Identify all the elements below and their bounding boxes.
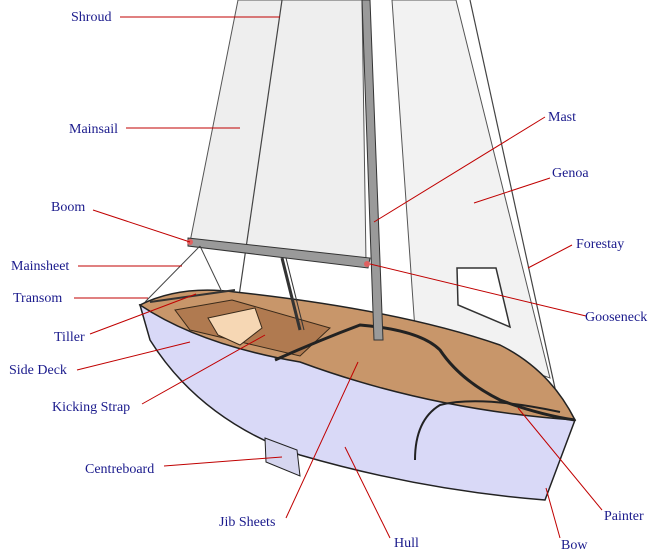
label-boom: Boom [51, 200, 85, 215]
leader-boom [92, 209, 191, 243]
leader-side-deck [76, 341, 191, 371]
label-kicking-strap: Kicking Strap [52, 400, 130, 415]
leader-forestay [527, 244, 573, 269]
label-side-deck: Side Deck [9, 363, 67, 378]
leader-bow [545, 487, 561, 539]
leader-mast [373, 116, 546, 223]
label-shroud: Shroud [71, 10, 111, 25]
tiller-stick [149, 289, 236, 303]
cockpit-seat [207, 307, 263, 346]
kicking-strap-rope [280, 257, 302, 331]
kicking-strap-rope-2 [285, 257, 305, 331]
label-centreboard: Centreboard [85, 462, 154, 477]
leader-painter [517, 407, 603, 511]
leader-centreboard [163, 456, 283, 467]
mainsail-shape [189, 0, 367, 263]
leader-lines [74, 16, 603, 539]
label-genoa: Genoa [552, 166, 589, 181]
deck-edge-rope [274, 323, 576, 422]
genoa-shape [391, 0, 551, 379]
label-forestay: Forestay [576, 237, 624, 252]
label-gooseneck: Gooseneck [585, 310, 647, 325]
leader-gooseneck [369, 263, 587, 317]
leader-tiller [89, 293, 197, 335]
leader-hull [344, 446, 391, 539]
mast-spar [361, 0, 384, 341]
leader-genoa [473, 177, 551, 204]
label-jib-sheets: Jib Sheets [219, 515, 275, 530]
mainsheet-rope-2 [199, 245, 223, 293]
label-tiller: Tiller [54, 330, 85, 345]
label-bow: Bow [561, 538, 588, 553]
label-painter: Painter [604, 509, 644, 524]
label-mast: Mast [548, 110, 576, 125]
label-transom: Transom [13, 291, 62, 306]
label-mainsheet: Mainsheet [11, 259, 69, 274]
mainsheet-rope [144, 245, 201, 303]
centreboard-shape [264, 437, 301, 477]
part-labels: Shroud Mainsail Boom Mainsheet Transom T… [9, 10, 647, 553]
painter-rope [414, 400, 561, 461]
genoa-window [456, 267, 512, 329]
label-hull: Hull [394, 536, 419, 551]
gooseneck-fitting [364, 261, 370, 267]
leader-kicking-strap [141, 334, 266, 405]
hull-shape [138, 303, 576, 501]
label-mainsail: Mainsail [69, 122, 118, 137]
leader-jib-sheets [285, 361, 359, 519]
forestay-wire [469, 0, 563, 421]
